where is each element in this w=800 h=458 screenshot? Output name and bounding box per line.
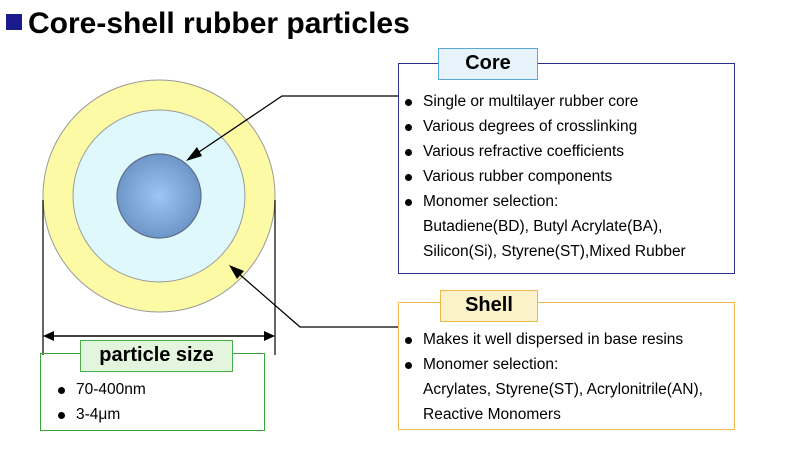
list-item: Single or multilayer rubber core [404, 89, 686, 114]
shell-description-box [398, 302, 735, 430]
list-item: Various degrees of crosslinking [404, 114, 686, 139]
page-title: Core-shell rubber particles [6, 2, 410, 46]
square-bullet-icon [6, 14, 22, 30]
list-item-continuation: Silicon(Si), Styrene(ST),Mixed Rubber [423, 243, 686, 260]
shell-label: Shell [440, 290, 538, 322]
size-arrowhead-right [264, 331, 275, 341]
particle-size-label: particle size [80, 340, 233, 372]
rubber-core [116, 153, 202, 239]
core-pointer-arrowhead [186, 147, 202, 161]
shell-pointer-line [237, 272, 398, 328]
list-item-continuation: Reactive Monomers [423, 406, 561, 423]
list-item-continuation: Butadiene(BD), Butyl Acrylate(BA), [423, 218, 663, 235]
list-item: 70-400nm [57, 377, 146, 402]
core-description-box [398, 63, 735, 274]
list-item: Various rubber components [404, 164, 686, 189]
list-item: Monomer selection: [404, 352, 703, 377]
list-item: 3-4μm [57, 402, 146, 427]
shell-property-list: Makes it well dispersed in base resins M… [404, 327, 703, 427]
core-label: Core [438, 48, 538, 80]
particle-size-list: 70-400nm 3-4μm [57, 377, 146, 427]
list-item-continuation: Acrylates, Styrene(ST), Acrylonitrile(AN… [423, 381, 703, 398]
list-item: Various refractive coefficients [404, 139, 686, 164]
list-item: Monomer selection: [404, 189, 686, 214]
page-title-text: Core-shell rubber particles [28, 7, 410, 40]
list-item: Makes it well dispersed in base resins [404, 327, 703, 352]
core-property-list: Single or multilayer rubber core Various… [404, 89, 686, 264]
core-pointer-line [195, 95, 398, 155]
shell-pointer-arrowhead [229, 265, 244, 279]
size-arrowhead-left [43, 331, 54, 341]
